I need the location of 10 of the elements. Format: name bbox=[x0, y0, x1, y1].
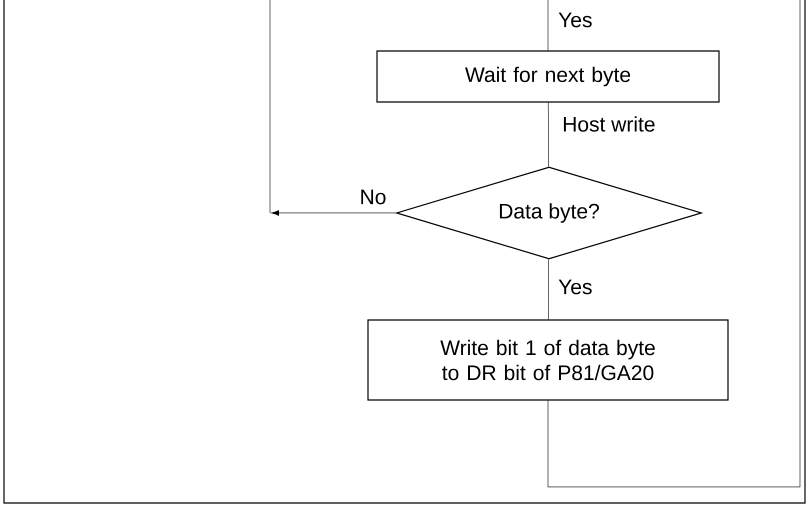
edge-label: Host write bbox=[561, 115, 657, 133]
process-box: Wait for next byte bbox=[376, 50, 720, 103]
edge-label: No bbox=[358, 188, 388, 206]
edge-label: Yes bbox=[557, 12, 594, 28]
edge-label: Yes bbox=[557, 278, 594, 296]
arrow bbox=[271, 210, 396, 216]
connector-line bbox=[548, 259, 549, 320]
connector-line bbox=[548, 0, 800, 488]
connector-line bbox=[548, 102, 549, 167]
process-box: Write bit 1 of data byte to DR bit of P81/GA20 bbox=[367, 319, 729, 401]
